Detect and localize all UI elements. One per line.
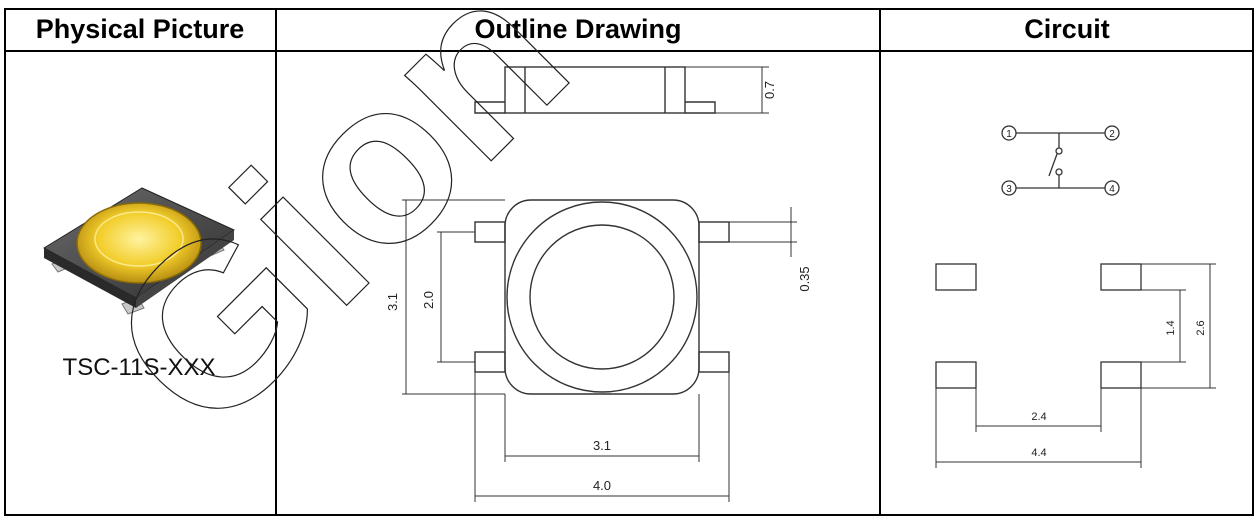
pad-tr	[1100, 263, 1142, 291]
dome-outer-circle	[506, 201, 698, 393]
table-border	[4, 8, 1254, 516]
dim-body-width: 3.1	[593, 438, 611, 453]
dim-pad-inner-h: 1.4	[1165, 320, 1177, 335]
dome-inner-circle	[529, 224, 675, 370]
dim-pad-outer-w: 4.4	[1031, 447, 1046, 459]
model-number: TSC-11S-XXX	[62, 354, 216, 381]
outline-drawing-cell: 0.7 3.1 2.0 0.35	[277, 52, 879, 514]
switch-photo	[43, 187, 236, 315]
pad-br	[1100, 361, 1142, 389]
physical-picture-cell: TSC-11S-XXX	[4, 52, 275, 514]
pin-label-3: 3	[1006, 184, 1012, 195]
top-view-body	[504, 199, 700, 395]
pin-tl	[474, 221, 506, 243]
pin-label-1: 1	[1006, 129, 1012, 140]
side-view-body	[504, 66, 686, 114]
pin-br	[698, 351, 730, 373]
header-row: Physical Picture Outline Drawing Circuit	[4, 8, 1254, 52]
circuit-diagram: 1 2 3 4 1.4 2.	[935, 125, 1216, 468]
pin-label-4: 4	[1109, 184, 1115, 195]
pin-tr	[698, 221, 730, 243]
header-outline-drawing: Outline Drawing	[474, 13, 682, 44]
pad-bl	[935, 361, 977, 389]
dim-outer-height: 3.1	[385, 293, 400, 311]
dim-pin-width: 0.35	[797, 266, 812, 291]
outline-drawing: 0.7 3.1 2.0 0.35	[385, 66, 812, 502]
header-circuit: Circuit	[1024, 13, 1110, 44]
column-divider	[275, 8, 277, 516]
dim-total-width: 4.0	[593, 478, 611, 493]
pin-bl	[474, 351, 506, 373]
header-physical-picture: Physical Picture	[35, 13, 245, 44]
dim-pad-inner-w: 2.4	[1031, 411, 1046, 423]
dim-pad-outer-h: 2.6	[1195, 320, 1207, 335]
circuit-cell: 1 2 3 4 1.4 2.	[881, 52, 1252, 514]
dim-height: 0.7	[762, 81, 777, 99]
column-divider	[879, 8, 881, 516]
pin-label-2: 2	[1109, 129, 1115, 140]
spec-table: Physical Picture Outline Drawing Circuit	[4, 8, 1254, 516]
pad-tl	[935, 263, 977, 291]
dim-pin-span: 2.0	[421, 291, 436, 309]
